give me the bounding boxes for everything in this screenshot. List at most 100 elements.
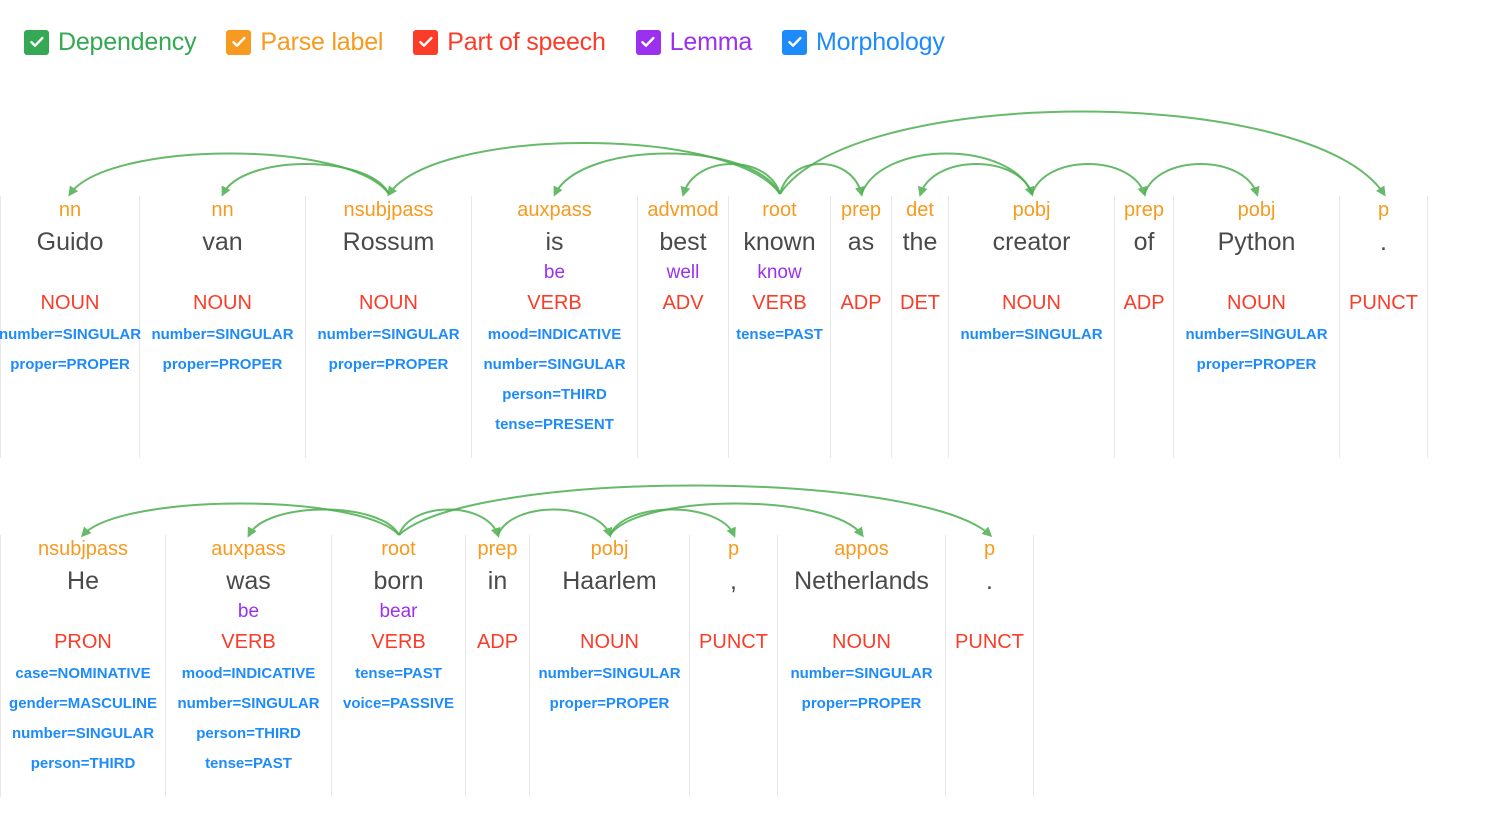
legend-label: Lemma xyxy=(669,27,753,56)
dependency-arc xyxy=(680,163,781,197)
token-word: born xyxy=(373,567,424,595)
parse-label: pobj xyxy=(590,538,629,560)
token-word: . xyxy=(1380,228,1387,256)
morphology-list: number=SINGULAR xyxy=(960,320,1102,350)
morphology-feature: proper=PROPER xyxy=(10,356,130,373)
parse-label: nn xyxy=(211,199,234,221)
parse-label: pobj xyxy=(1012,199,1051,221)
morphology-feature: number=SINGULAR xyxy=(0,326,142,343)
parse-label: nn xyxy=(58,199,82,221)
token-word: was xyxy=(226,567,271,595)
morphology-feature: tense=PAST xyxy=(205,755,292,772)
dependency-arc xyxy=(247,508,400,538)
morphology-feature: proper=PROPER xyxy=(549,695,670,712)
parse-label: auxpass xyxy=(211,538,286,560)
part-of-speech: ADV xyxy=(662,292,704,314)
part-of-speech: ADP xyxy=(840,292,882,314)
morphology-feature: proper=PROPER xyxy=(1196,356,1317,373)
parse-label: root xyxy=(762,199,797,221)
morphology-feature: gender=MASCULINE xyxy=(9,695,157,712)
morphology-feature: proper=PROPER xyxy=(328,356,449,373)
morphology-feature: number=SINGULAR xyxy=(538,665,681,682)
parse-label: prep xyxy=(840,199,882,221)
dependency-arc xyxy=(1031,163,1147,197)
token-word: Rossum xyxy=(342,228,435,256)
legend-label: Parse label xyxy=(260,27,384,56)
token-column[interactable]: p.PUNCT xyxy=(1340,196,1428,458)
checkbox-checked-icon[interactable] xyxy=(24,29,49,55)
dependency-arc xyxy=(497,508,613,538)
morphology-feature: tense=PAST xyxy=(355,665,442,682)
part-of-speech: VERB xyxy=(527,292,582,314)
morphology-feature: number=SINGULAR xyxy=(483,356,626,373)
dependency-arc-layer xyxy=(80,484,993,538)
part-of-speech: ADP xyxy=(1123,292,1165,314)
morphology-feature: number=SINGULAR xyxy=(790,665,933,682)
parse-label: prep xyxy=(1123,199,1165,221)
token-word: , xyxy=(730,567,737,595)
dependency-arc xyxy=(80,502,400,538)
legend-toggle-lemma[interactable]: Lemma xyxy=(635,27,753,56)
dependency-arc xyxy=(221,163,390,197)
part-of-speech: VERB xyxy=(752,292,807,314)
legend-toggle-part-of-speech[interactable]: Part of speech xyxy=(413,27,606,56)
part-of-speech: PUNCT xyxy=(1349,292,1418,314)
token-word: He xyxy=(67,567,99,595)
legend-toggle-parse-label[interactable]: Parse label xyxy=(226,27,384,56)
dependency-arc xyxy=(860,152,1035,197)
morphology-feature: number=SINGULAR xyxy=(960,326,1103,343)
checkbox-checked-icon[interactable] xyxy=(413,29,439,55)
token-word: is xyxy=(545,228,564,256)
morphology-feature: proper=PROPER xyxy=(162,356,283,373)
legend-toggle-morphology[interactable]: Morphology xyxy=(782,29,945,55)
part-of-speech: ADP xyxy=(476,631,519,653)
part-of-speech: NOUN xyxy=(40,292,100,314)
parse-label: prep xyxy=(477,538,518,560)
dependency-arc-layer xyxy=(68,110,1386,197)
part-of-speech: PRON xyxy=(54,631,112,653)
morphology-feature: person=THIRD xyxy=(502,386,607,403)
morphology-feature: proper=PROPER xyxy=(801,695,922,712)
parse-label: det xyxy=(906,199,934,221)
checkbox-checked-icon[interactable] xyxy=(635,29,661,55)
dependency-arc xyxy=(917,163,1033,197)
token-column[interactable]: p.PUNCT xyxy=(946,535,1034,797)
morphology-feature: number=SINGULAR xyxy=(177,695,320,712)
morphology-feature: tense=PRESENT xyxy=(495,416,614,433)
token-word: Netherlands xyxy=(794,567,929,595)
token-word: Haarlem xyxy=(562,567,657,595)
token-word: known xyxy=(743,228,816,256)
morphology-feature: voice=PASSIVE xyxy=(342,695,455,712)
token-column[interactable]: p,PUNCT xyxy=(690,535,778,797)
checkbox-checked-icon[interactable] xyxy=(782,29,808,55)
dependency-arc xyxy=(609,502,864,538)
checkbox-checked-icon[interactable] xyxy=(226,29,252,55)
legend-toggle-dependency[interactable]: Dependency xyxy=(24,29,197,55)
legend-label: Part of speech xyxy=(447,27,606,56)
morphology-list: tense=PAST xyxy=(736,320,823,350)
morphology-list: number=SINGULAR proper=PROPER xyxy=(538,659,680,719)
token-word: in xyxy=(487,567,508,595)
